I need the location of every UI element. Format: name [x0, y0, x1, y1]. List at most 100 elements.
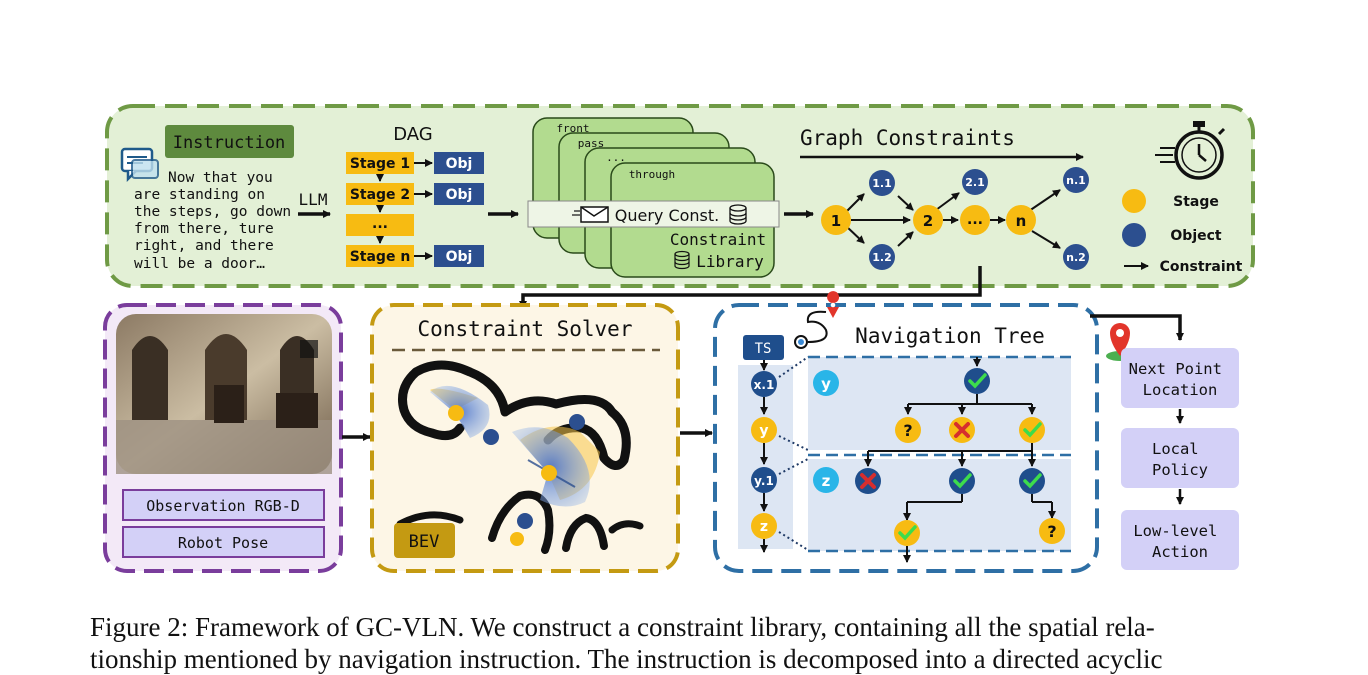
graph-node-n: [1006, 205, 1036, 235]
subtree-y-edges: [904, 357, 1036, 415]
bev-badge: [394, 523, 455, 558]
graph-node-1: [821, 205, 851, 235]
pipeline: Next Point Location Local Policy Low-lev…: [1121, 348, 1239, 570]
dag-stage-n-label: Stage n: [350, 249, 411, 265]
dag-stage-ellipsis: [346, 214, 414, 236]
check-icon: [949, 468, 975, 494]
instruction-block: Instruction Now that you are standing on…: [120, 125, 300, 272]
route-icon: [794, 291, 840, 349]
dag-stage-list: Stage 1 Stage 2 ... Stage n Obj Obj Obj: [346, 152, 484, 267]
llm-label: LLM: [299, 190, 328, 209]
legend-object-swatch: [1122, 223, 1146, 247]
chain-node-x1-label: x.1: [754, 378, 775, 392]
local-policy-label: Local Policy: [1152, 440, 1208, 479]
question-glyph: ?: [1047, 522, 1056, 541]
check-icon: [1019, 417, 1045, 443]
library-card-front-label: front: [556, 122, 589, 135]
dag-obj-1-label: Obj: [446, 156, 473, 172]
graph-node-n-2: [1063, 244, 1089, 270]
next-point-location-box: [1121, 348, 1239, 408]
instruction-badge: [165, 125, 294, 158]
subtree-z-badge: [813, 467, 839, 493]
chain-node-z: [751, 513, 777, 539]
observation-rgbd-label: Observation RGB-D: [146, 497, 300, 515]
legend: Stage Object Constraint: [1122, 189, 1243, 275]
dag-obj-n-label: Obj: [446, 249, 473, 265]
subtree-z-edges: [864, 443, 1056, 563]
dag-obj-2-label: Obj: [446, 187, 473, 203]
graph-edges: [845, 189, 1061, 249]
legend-constraint-label: Constraint: [1160, 259, 1243, 275]
figure-caption-line-1: Figure 2: Framework of GC-VLN. We constr…: [90, 612, 1155, 642]
database-icon: [729, 204, 747, 225]
graph-node-ellipsis-label: ...: [967, 212, 983, 228]
tree-chain-nodes: x.1 y y.1 z: [751, 360, 777, 553]
constraint-library: front pass ... through Query Const. Cons…: [527, 117, 780, 278]
subtree-y-badge: [813, 370, 839, 396]
low-level-action-label: Low-level Action: [1133, 522, 1226, 561]
graph-node-2-1: [962, 169, 988, 195]
graph-node-n-1-label: n.1: [1066, 174, 1086, 187]
panorama-image: [116, 314, 332, 474]
graph-node-n-2-label: n.2: [1066, 251, 1086, 264]
subtree-y-badge-label: y: [821, 375, 831, 393]
legend-object-label: Object: [1170, 228, 1222, 244]
graph-constraints-title: Graph Constraints: [800, 126, 1015, 150]
subtree-y-nodes: ?: [895, 368, 1045, 443]
query-constraint-label: Query Const.: [615, 206, 720, 225]
navigation-tree-title: Navigation Tree: [855, 324, 1045, 348]
robot-pose-label: Robot Pose: [178, 534, 268, 552]
bev-map: [396, 360, 644, 554]
subtree-z-badge-label: z: [822, 472, 831, 490]
ts-label: TS: [755, 341, 772, 357]
local-policy-box: [1121, 428, 1239, 488]
check-icon: [894, 520, 920, 546]
dag-stage-2-label: Stage 2: [350, 187, 410, 203]
library-title-line1: Constraint: [670, 230, 766, 249]
graph-node-2: [913, 205, 943, 235]
graph-node-1-2-label: 1.2: [872, 251, 892, 264]
chat-icon: [120, 147, 159, 183]
instruction-label: Instruction: [173, 133, 286, 153]
instruction-text: Now that you are standing on the steps, …: [134, 170, 300, 272]
low-level-action-box: [1121, 510, 1239, 570]
chain-node-x1: [751, 371, 777, 397]
tree-to-pipeline-connector: [1090, 314, 1184, 341]
dag-stage-1-label: Stage 1: [350, 156, 410, 172]
ts-badge: [743, 335, 784, 360]
chain-node-z-label: z: [760, 519, 768, 535]
question-icon: [1039, 518, 1065, 544]
chain-node-y-label: y: [759, 423, 768, 439]
library-card-through-label: through: [629, 168, 675, 181]
question-icon: [895, 417, 921, 443]
graph-node-ellipsis: [960, 205, 990, 235]
chain-node-y: [751, 417, 777, 443]
dag-obj-1: [434, 152, 484, 174]
stopwatch-icon: [1155, 121, 1226, 180]
dag-obj-n: [434, 245, 484, 267]
next-point-location-label: Next Point Location: [1129, 360, 1232, 399]
dag-obj-2: [434, 183, 484, 205]
robot-pose-box: [122, 526, 325, 558]
graph-to-solver-connector: [519, 266, 982, 309]
constraint-solver-title: Constraint Solver: [418, 317, 633, 341]
library-title-line2: Library: [696, 252, 764, 271]
graph-node-1-2: [869, 244, 895, 270]
graph-node-n-label: n: [1016, 212, 1027, 230]
dag-stage-ellipsis-label: ...: [372, 216, 388, 232]
check-icon: [1019, 468, 1045, 494]
chain-node-y1-label: y.1: [754, 474, 774, 488]
graph-node-2-1-label: 2.1: [965, 176, 985, 189]
dag-title: DAG: [393, 124, 433, 145]
library-card-ellipsis-label: ...: [606, 151, 626, 164]
legend-stage-label: Stage: [1173, 194, 1219, 210]
database-icon-small: [674, 250, 690, 270]
dag-stage-n: [346, 245, 414, 267]
envelope-icon: [572, 206, 609, 223]
graph-node-2-label: 2: [923, 212, 933, 230]
figure-caption-line-2: tionship mentioned by navigation instruc…: [90, 644, 1163, 674]
graph-node-1-label: 1: [831, 212, 841, 230]
dag-stage-1: [346, 152, 414, 174]
graph-node-n-1: [1063, 167, 1089, 193]
